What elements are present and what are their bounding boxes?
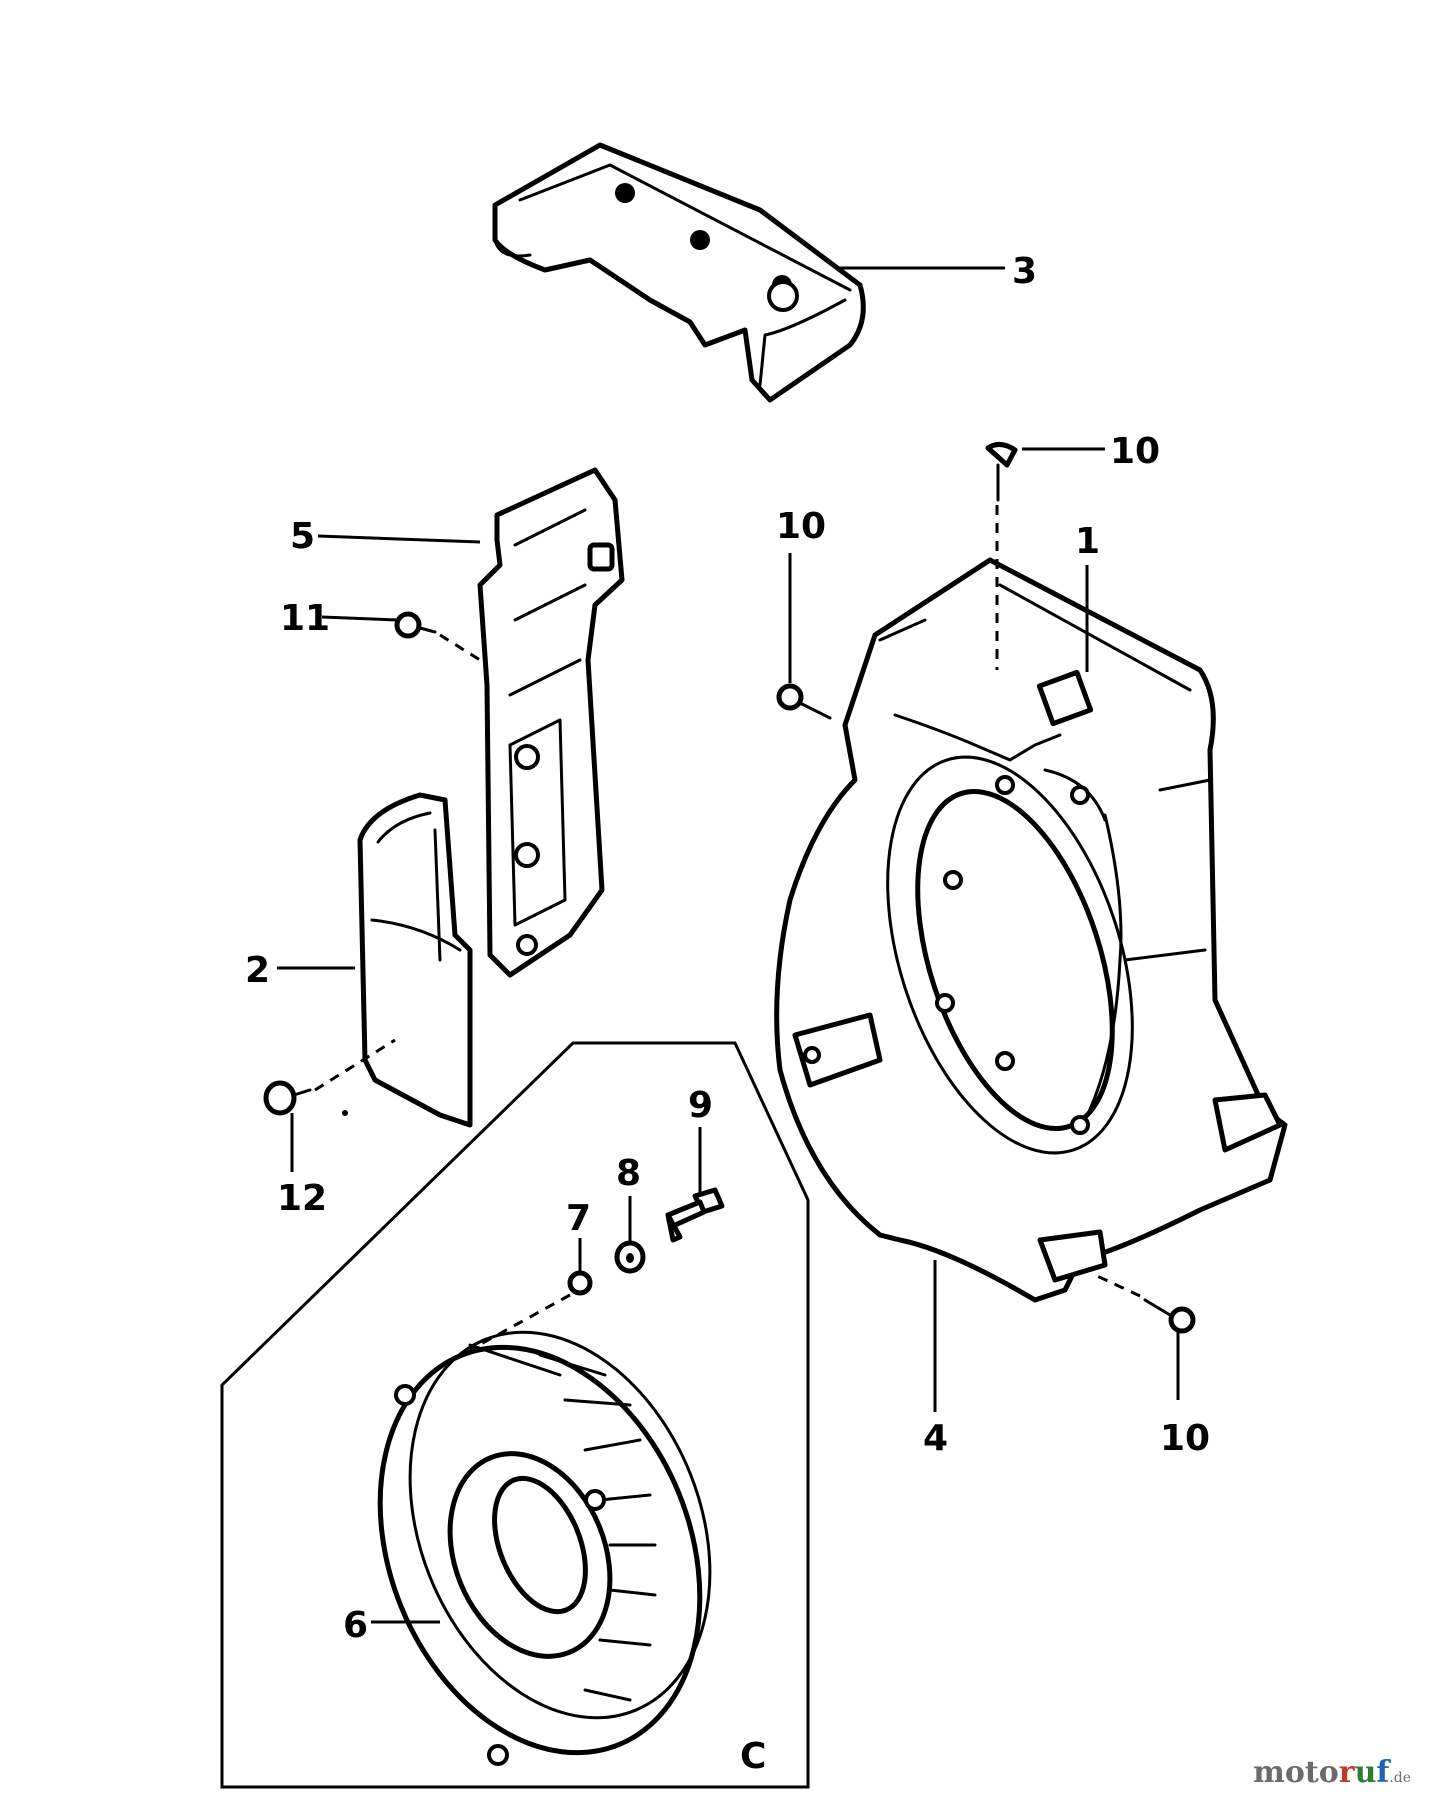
callout-9: 9 (688, 1085, 713, 1126)
watermark-part-b: r (1338, 1755, 1355, 1790)
leader-lines (277, 266, 1180, 1624)
watermark-part-d: f (1376, 1755, 1390, 1790)
part-5-mounting-plate (477, 467, 625, 978)
watermark-part-a: moto (1253, 1755, 1339, 1790)
callout-11: 11 (280, 598, 330, 639)
callout-10-top: 10 (1110, 431, 1160, 472)
hardware-screws (263, 442, 1196, 1352)
callout-10-bottom: 10 (1160, 1418, 1210, 1459)
callout-labels: 3 10 1 10 5 11 2 12 4 10 6 7 8 9 C (245, 251, 1210, 1777)
part-2-curved-shield (357, 792, 473, 1128)
watermark-tld: .de (1389, 1770, 1411, 1786)
callout-12: 12 (277, 1178, 327, 1219)
motoruf-watermark: motoruf.de (1253, 1755, 1411, 1790)
callout-7: 7 (566, 1198, 591, 1239)
part-3-top-cover (492, 142, 866, 403)
group-c-label: C (740, 1736, 766, 1777)
callout-10-left: 10 (776, 506, 826, 547)
callout-3: 3 (1012, 251, 1037, 292)
callout-2: 2 (245, 950, 270, 991)
callout-6: 6 (343, 1605, 368, 1646)
callout-4: 4 (923, 1418, 948, 1459)
callout-8: 8 (616, 1153, 641, 1194)
callout-5: 5 (290, 516, 315, 557)
part-4-blower-housing (774, 557, 1288, 1303)
part-6-flywheel (377, 1330, 712, 1766)
group-c-boundary (220, 1041, 810, 1789)
callout-1: 1 (1075, 521, 1100, 562)
watermark-part-c: u (1354, 1755, 1377, 1790)
